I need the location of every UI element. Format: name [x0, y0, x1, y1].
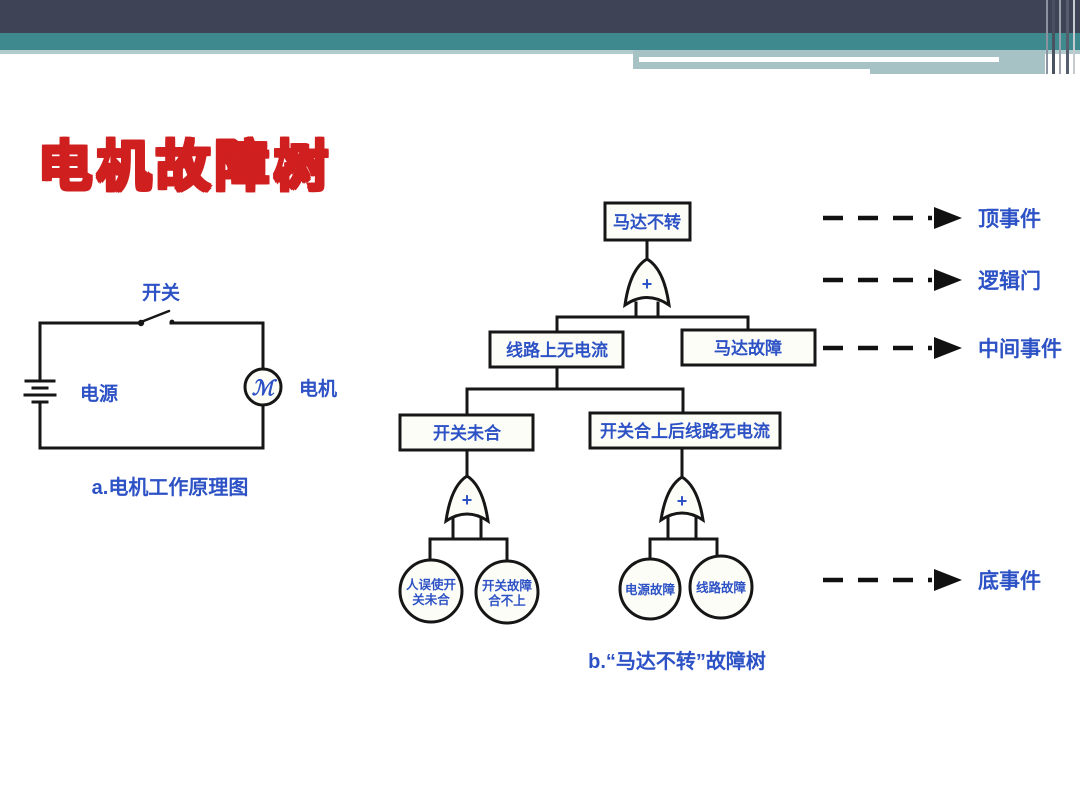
basic-event-1-line2: 关未合: [412, 592, 450, 607]
top-event-label: 马达不转: [613, 212, 681, 232]
slide-title: 电机故障树: [37, 136, 333, 199]
switch-contact-dot: [169, 319, 175, 325]
corner-stripe-decoration: [1052, 0, 1055, 74]
header-pale-strip: [0, 50, 1080, 54]
intermediate-right-label: 马达故障: [714, 338, 782, 358]
header-dark-bar: [0, 0, 1080, 33]
corner-stripe-decoration: [1073, 0, 1075, 74]
legend-label-logic-gate: 逻辑门: [978, 269, 1041, 293]
legend: 顶事件 逻辑门 中间事件 底事件: [823, 207, 1062, 593]
circuit-caption: a.电机工作原理图: [92, 475, 249, 499]
basic-event-circle-2: [474, 559, 540, 625]
or-gate-left: [444, 474, 490, 525]
header-teal-bar: [0, 33, 1080, 50]
basic-event-1-line1: 人误使开: [406, 577, 457, 592]
or-gate-right: [659, 475, 705, 524]
motor-label: 电机: [299, 377, 337, 400]
or-gate-plus: +: [642, 274, 653, 294]
intermediate-event-box-left: [488, 330, 625, 369]
basic-event-2-line1: 开关故障: [482, 578, 533, 593]
switch-lever: [139, 309, 171, 324]
basic-event-2-line2: 合不上: [488, 593, 526, 608]
fault-tree-caption: b.“马达不转”故障树: [588, 649, 766, 673]
arrowhead-top-event: [934, 207, 962, 229]
corner-stripe-decoration: [1046, 0, 1048, 74]
basic-event-circle-3: [618, 557, 682, 621]
basic-event-circle-1: [398, 558, 464, 624]
sub-event-box-left: [398, 413, 535, 452]
arrowhead-basic-event: [934, 569, 962, 591]
switch-label: 开关: [142, 281, 180, 304]
legend-label-intermediate-event: 中间事件: [978, 337, 1062, 361]
intermediate-left-label: 线路上无电流: [506, 340, 608, 360]
top-event-box: [603, 201, 692, 242]
motor-circle: [243, 367, 283, 407]
fault-tree: + + + 马达不转 线路上无电流 马达故障 开关未合 开关合上后线路无电流 人…: [398, 201, 817, 673]
sub-left-label: 开关未合: [433, 423, 502, 443]
header-pale-block-lower: [870, 69, 1045, 74]
corner-stripe-decoration: [1066, 0, 1069, 74]
battery-symbol: [23, 379, 57, 404]
legend-label-top-event: 顶事件: [978, 207, 1041, 231]
sub-event-box-right: [588, 411, 782, 450]
legend-label-basic-event: 底事件: [978, 569, 1041, 593]
motor-symbol: ℳ: [252, 375, 278, 400]
basic-event-3-label: 电源故障: [625, 582, 676, 597]
circuit-diagram: ℳ 开关 电源 电机 a.电机工作原理图: [23, 281, 337, 499]
corner-stripe-decoration: [1059, 0, 1061, 74]
or-gate-plus: +: [462, 490, 473, 510]
power-label: 电源: [80, 382, 118, 405]
arrowhead-intermediate-event: [934, 337, 962, 359]
basic-event-4-label: 线路故障: [696, 580, 747, 595]
header-white-line: [639, 57, 999, 62]
intermediate-event-box-right: [680, 328, 817, 367]
basic-event-circle-4: [688, 554, 754, 620]
or-gate-top: [623, 257, 671, 309]
arrowhead-logic-gate: [934, 269, 962, 291]
sub-right-label: 开关合上后线路无电流: [600, 421, 770, 441]
or-gate-plus: +: [677, 491, 688, 511]
